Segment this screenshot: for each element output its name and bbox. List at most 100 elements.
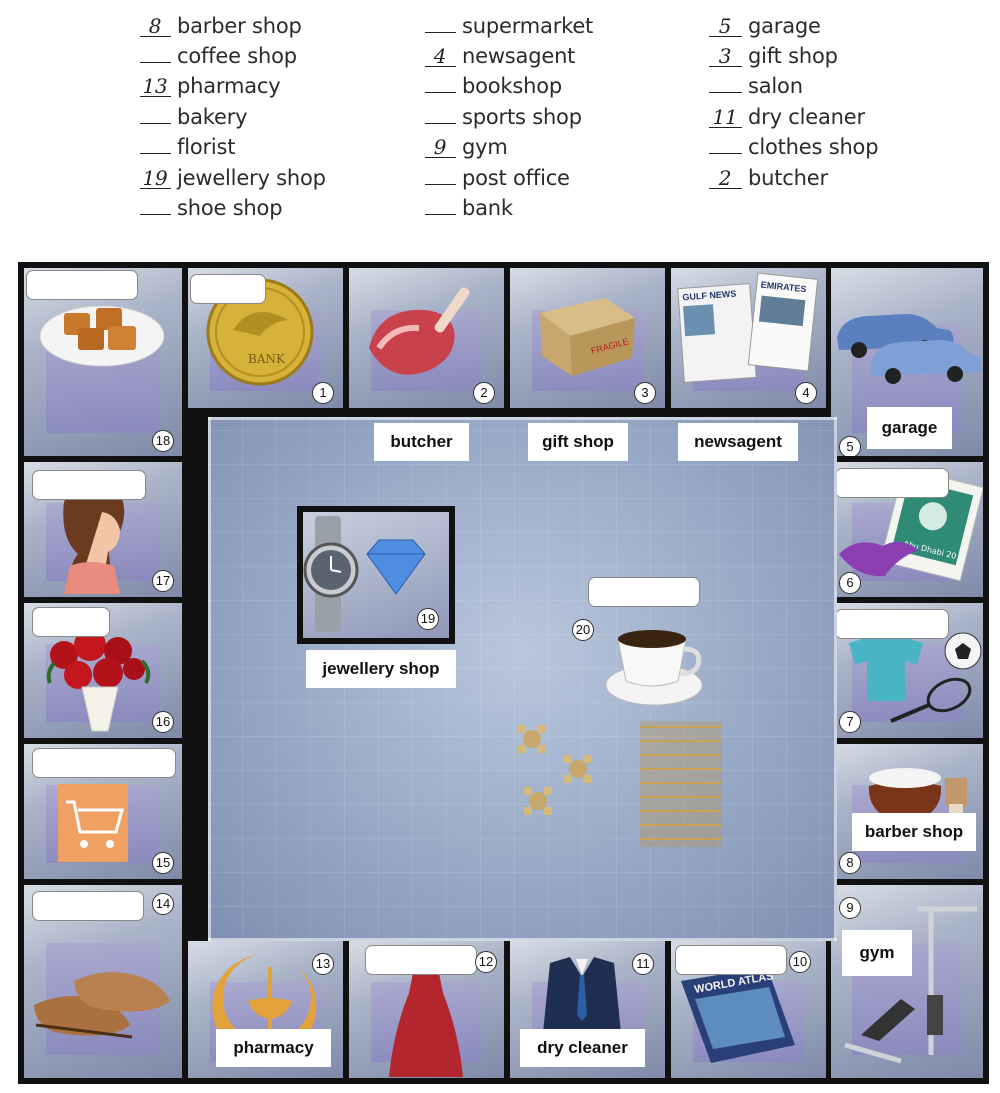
word-list-item: bakery [140,105,248,129]
answer-blank[interactable] [425,184,456,185]
shop-number-15: 15 [152,852,174,874]
counter-icon [640,721,722,847]
answer-tag-6[interactable] [835,468,949,498]
shop-number-3: 3 [634,382,656,404]
shop-number-19: 19 [417,608,439,630]
coffee-cup-icon [605,630,703,706]
word-list-item: coffee shop [140,44,297,68]
label-gym: gym [842,930,912,976]
shop-5: 5 [831,268,983,456]
label-garage: garage [867,407,952,449]
answer-blank[interactable]: 13 [140,76,171,97]
word-list-item: 2 butcher [709,166,828,190]
answer-tag-20[interactable] [588,577,700,607]
word-label: bank [462,196,513,220]
word-list-item: salon [709,74,803,98]
shop-number-8: 8 [839,852,861,874]
answer-blank[interactable]: 5 [709,16,742,37]
answer-blank[interactable] [140,123,171,124]
bank-coin-text: BANK [248,352,286,366]
answer-blank[interactable] [140,214,171,215]
word-label: jewellery shop [177,166,326,190]
answer-tag-17[interactable] [32,470,146,500]
answer-tag-14[interactable] [32,891,144,921]
shop-7: 7 [831,603,983,738]
word-label: supermarket [462,14,594,38]
bank-coin-icon: BANK [206,278,314,386]
answer-blank[interactable] [709,153,742,154]
answer-tag-1[interactable] [190,274,266,304]
shop-number-2: 2 [473,382,495,404]
newspapers-icon: GULF NEWS EMIRATES [677,272,819,383]
word-list-item: supermarket [425,14,593,38]
word-label: shoe shop [177,196,283,220]
shop-number-16: 16 [152,711,174,733]
shop-number-1: 1 [312,382,334,404]
word-list-item: clothes shop [709,135,879,159]
shop-number-17: 17 [152,570,174,592]
shop-17: 17 [24,462,182,597]
label-barber-shop: barber shop [852,813,976,851]
shop-6: Abu Dhabi 20 6 [831,462,983,597]
shop-number-6: 6 [839,572,861,594]
shopping-cart-icon [58,784,128,862]
shop-12: 12 [349,941,504,1078]
word-list-item: bookshop [425,74,562,98]
answer-blank[interactable] [709,92,742,93]
watch-diamond-icon [303,516,426,632]
answer-blank[interactable]: 3 [709,46,742,67]
answer-blank[interactable] [425,92,456,93]
label-pharmacy: pharmacy [216,1029,331,1067]
answer-tag-15[interactable] [32,748,176,778]
answer-blank[interactable]: 8 [140,16,171,37]
word-list-item: florist [140,135,236,159]
answer-tag-7[interactable] [835,609,949,639]
word-label: post office [462,166,570,190]
word-label: butcher [748,166,828,190]
answer-blank[interactable] [425,123,456,124]
label-jewellery-shop: jewellery shop [306,650,456,688]
answer-tag-16[interactable] [32,607,110,637]
answer-blank[interactable]: 19 [140,168,171,189]
shop-16: 16 [24,603,182,738]
meat-icon [369,287,470,375]
answer-blank[interactable] [425,32,456,33]
answer-blank[interactable] [140,62,171,63]
shop-14: 14 [24,885,182,1078]
word-label: gift shop [748,44,838,68]
word-label: clothes shop [748,135,879,159]
shop-number-11: 11 [632,953,654,975]
word-list-item: 19 jewellery shop [140,166,326,190]
shop-number-7: 7 [839,711,861,733]
word-label: dry cleaner [748,105,865,129]
word-list-item: sports shop [425,105,582,129]
word-label: salon [748,74,803,98]
shop-number-10: 10 [789,951,811,973]
shop-2: 2 [349,268,504,408]
newspaper-2-text: EMIRATES [760,280,807,295]
shop-number-12: 12 [475,951,497,973]
answer-tag-10[interactable] [675,945,787,975]
dress-icon [389,973,463,1077]
cars-icon [837,314,982,384]
word-label: gym [462,135,508,159]
answer-tag-12[interactable] [365,945,477,975]
shop-19: 19 [297,506,455,644]
answer-blank[interactable]: 2 [709,168,742,189]
word-list-item: bank [425,196,513,220]
shop-18: 18 [24,268,182,456]
word-label: bakery [177,105,248,129]
word-label: coffee shop [177,44,297,68]
shopping-mall-board: 18 BANK 1 2 FRAGILE 3 [18,262,989,1084]
answer-blank[interactable]: 4 [425,46,456,67]
shop-9: 9 [831,885,983,1078]
shop-8: 8 [831,744,983,879]
answer-blank[interactable] [140,153,171,154]
answer-blank[interactable]: 9 [425,137,456,158]
shop-number-18: 18 [152,430,174,452]
answer-blank[interactable] [425,214,456,215]
answer-blank[interactable]: 11 [709,107,742,128]
answer-tag-18[interactable] [26,270,138,300]
